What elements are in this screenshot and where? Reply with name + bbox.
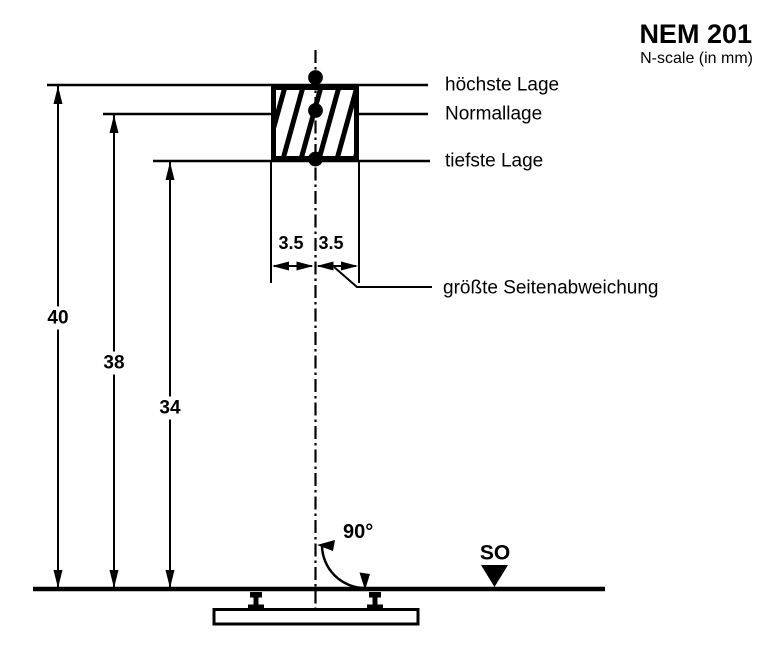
rail-profile-right <box>367 592 383 608</box>
contact-wire-dot-normal <box>308 103 323 118</box>
contact-wire-dot-highest <box>308 70 323 85</box>
label-so: SO <box>479 541 511 565</box>
label-groesste-seitenabweichung: größte Seitenabweichung <box>443 277 659 299</box>
side-deviation-arrow-left <box>272 261 314 271</box>
side-deviation-arrow-right <box>316 261 358 271</box>
dim-line-40 <box>53 86 63 588</box>
label-tiefste-lage: tiefste Lage <box>445 150 544 172</box>
dimension-3-5-right: 3.5 <box>318 233 344 253</box>
dimension-38: 38 <box>99 351 129 375</box>
page-subtitle: N-scale (in mm) <box>640 50 753 67</box>
dimension-40: 40 <box>43 306 73 330</box>
so-datum-triangle-icon <box>481 565 508 587</box>
dim-line-34 <box>165 162 175 588</box>
side-deviation-leader-line <box>333 266 432 288</box>
rail-profile-left <box>248 592 264 608</box>
page-title: NEM 201 <box>639 19 752 49</box>
track-baseplate <box>212 608 420 626</box>
dimension-34: 34 <box>155 396 185 420</box>
contact-wire-dot-lowest <box>308 151 323 167</box>
label-hoechste-lage: höchste Lage <box>445 74 560 96</box>
label-90-degrees: 90° <box>343 521 374 543</box>
angle-arc <box>317 540 370 590</box>
dimension-3-5-left: 3.5 <box>278 233 304 253</box>
label-normallage: Normallage <box>445 103 543 125</box>
